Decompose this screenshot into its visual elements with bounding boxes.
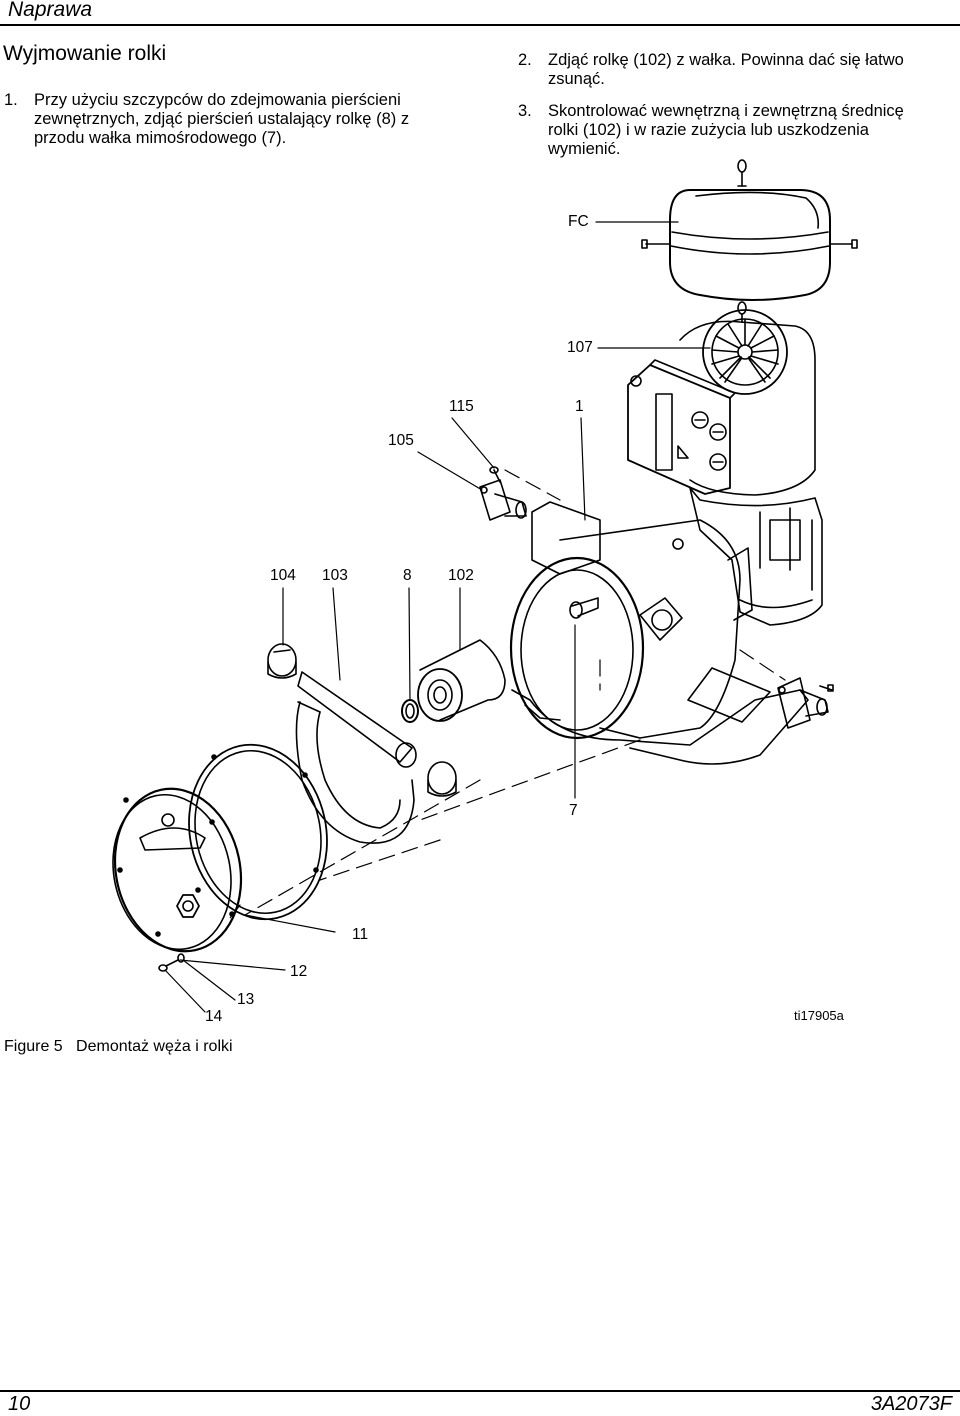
retaining-ring-8 [401,699,419,723]
header-rule [0,24,960,26]
step-text: Skontrolować wewnętrzną i zewnętrzną śre… [548,102,904,158]
step-1: 1. Przy użyciu szczypców do zdejmowania … [4,91,444,148]
gasket-11 [188,743,328,921]
figure-caption: Figure 5 Demontaż węża i rolki [4,1038,233,1056]
front-cover-12 [112,787,243,953]
leader-115 [451,417,495,469]
step-number: 2. [518,51,532,69]
label-7: 7 [569,802,578,819]
caption-text: Demontaż węża i rolki [76,1038,233,1055]
label-11: 11 [352,926,369,943]
left-hose-fitting [479,466,527,521]
leader-13 [182,959,236,1001]
leader-1 [580,417,586,521]
label-102: 102 [448,567,474,584]
right-hose-fitting [777,677,834,729]
pump-housing [509,501,809,765]
label-14: 14 [205,1008,223,1025]
label-1: 1 [575,398,584,415]
roller-102 [417,639,506,722]
motor [627,309,823,626]
hose-clamp [427,761,457,797]
footer-rule [0,1390,960,1392]
figure-ref-code: ti17905a [794,1008,844,1023]
label-8: 8 [403,567,412,584]
label-103: 103 [322,567,348,584]
page-number: 10 [8,1393,31,1415]
leader-14 [164,969,206,1013]
label-12: 12 [290,963,308,980]
label-13: 13 [237,991,255,1008]
page-heading: Wyjmowanie rolki [3,42,167,65]
label-115: 115 [449,398,474,415]
caption-number: Figure 5 [4,1038,63,1055]
step-2: 2. Zdjąć rolkę (102) z wałka. Powinna da… [518,51,938,89]
document-code: 3A2073F [870,1393,952,1415]
hose-clamp-104 [267,643,297,679]
label-104: 104 [270,567,296,584]
fan-cover [641,159,858,323]
step-number: 1. [4,91,18,109]
step-3: 3. Skontrolować wewnętrzną i zewnętrzną … [518,102,938,159]
hose-103 [295,671,417,844]
leader-12 [179,959,286,971]
alignment-lines [229,469,786,919]
leader-103 [332,587,341,681]
leader-11 [244,914,336,933]
label-fc: FC [568,213,589,230]
step-text: Przy użyciu szczypców do zdejmowania pie… [34,91,410,147]
step-text: Zdjąć rolkę (102) z wałka. Powinna dać s… [548,51,904,88]
label-105: 105 [388,432,414,449]
step-number: 3. [518,102,532,120]
leader-105 [417,451,483,491]
section-title: Naprawa [8,0,93,21]
label-107: 107 [567,339,593,356]
cover-screw [158,953,185,972]
leader-8 [408,587,411,701]
